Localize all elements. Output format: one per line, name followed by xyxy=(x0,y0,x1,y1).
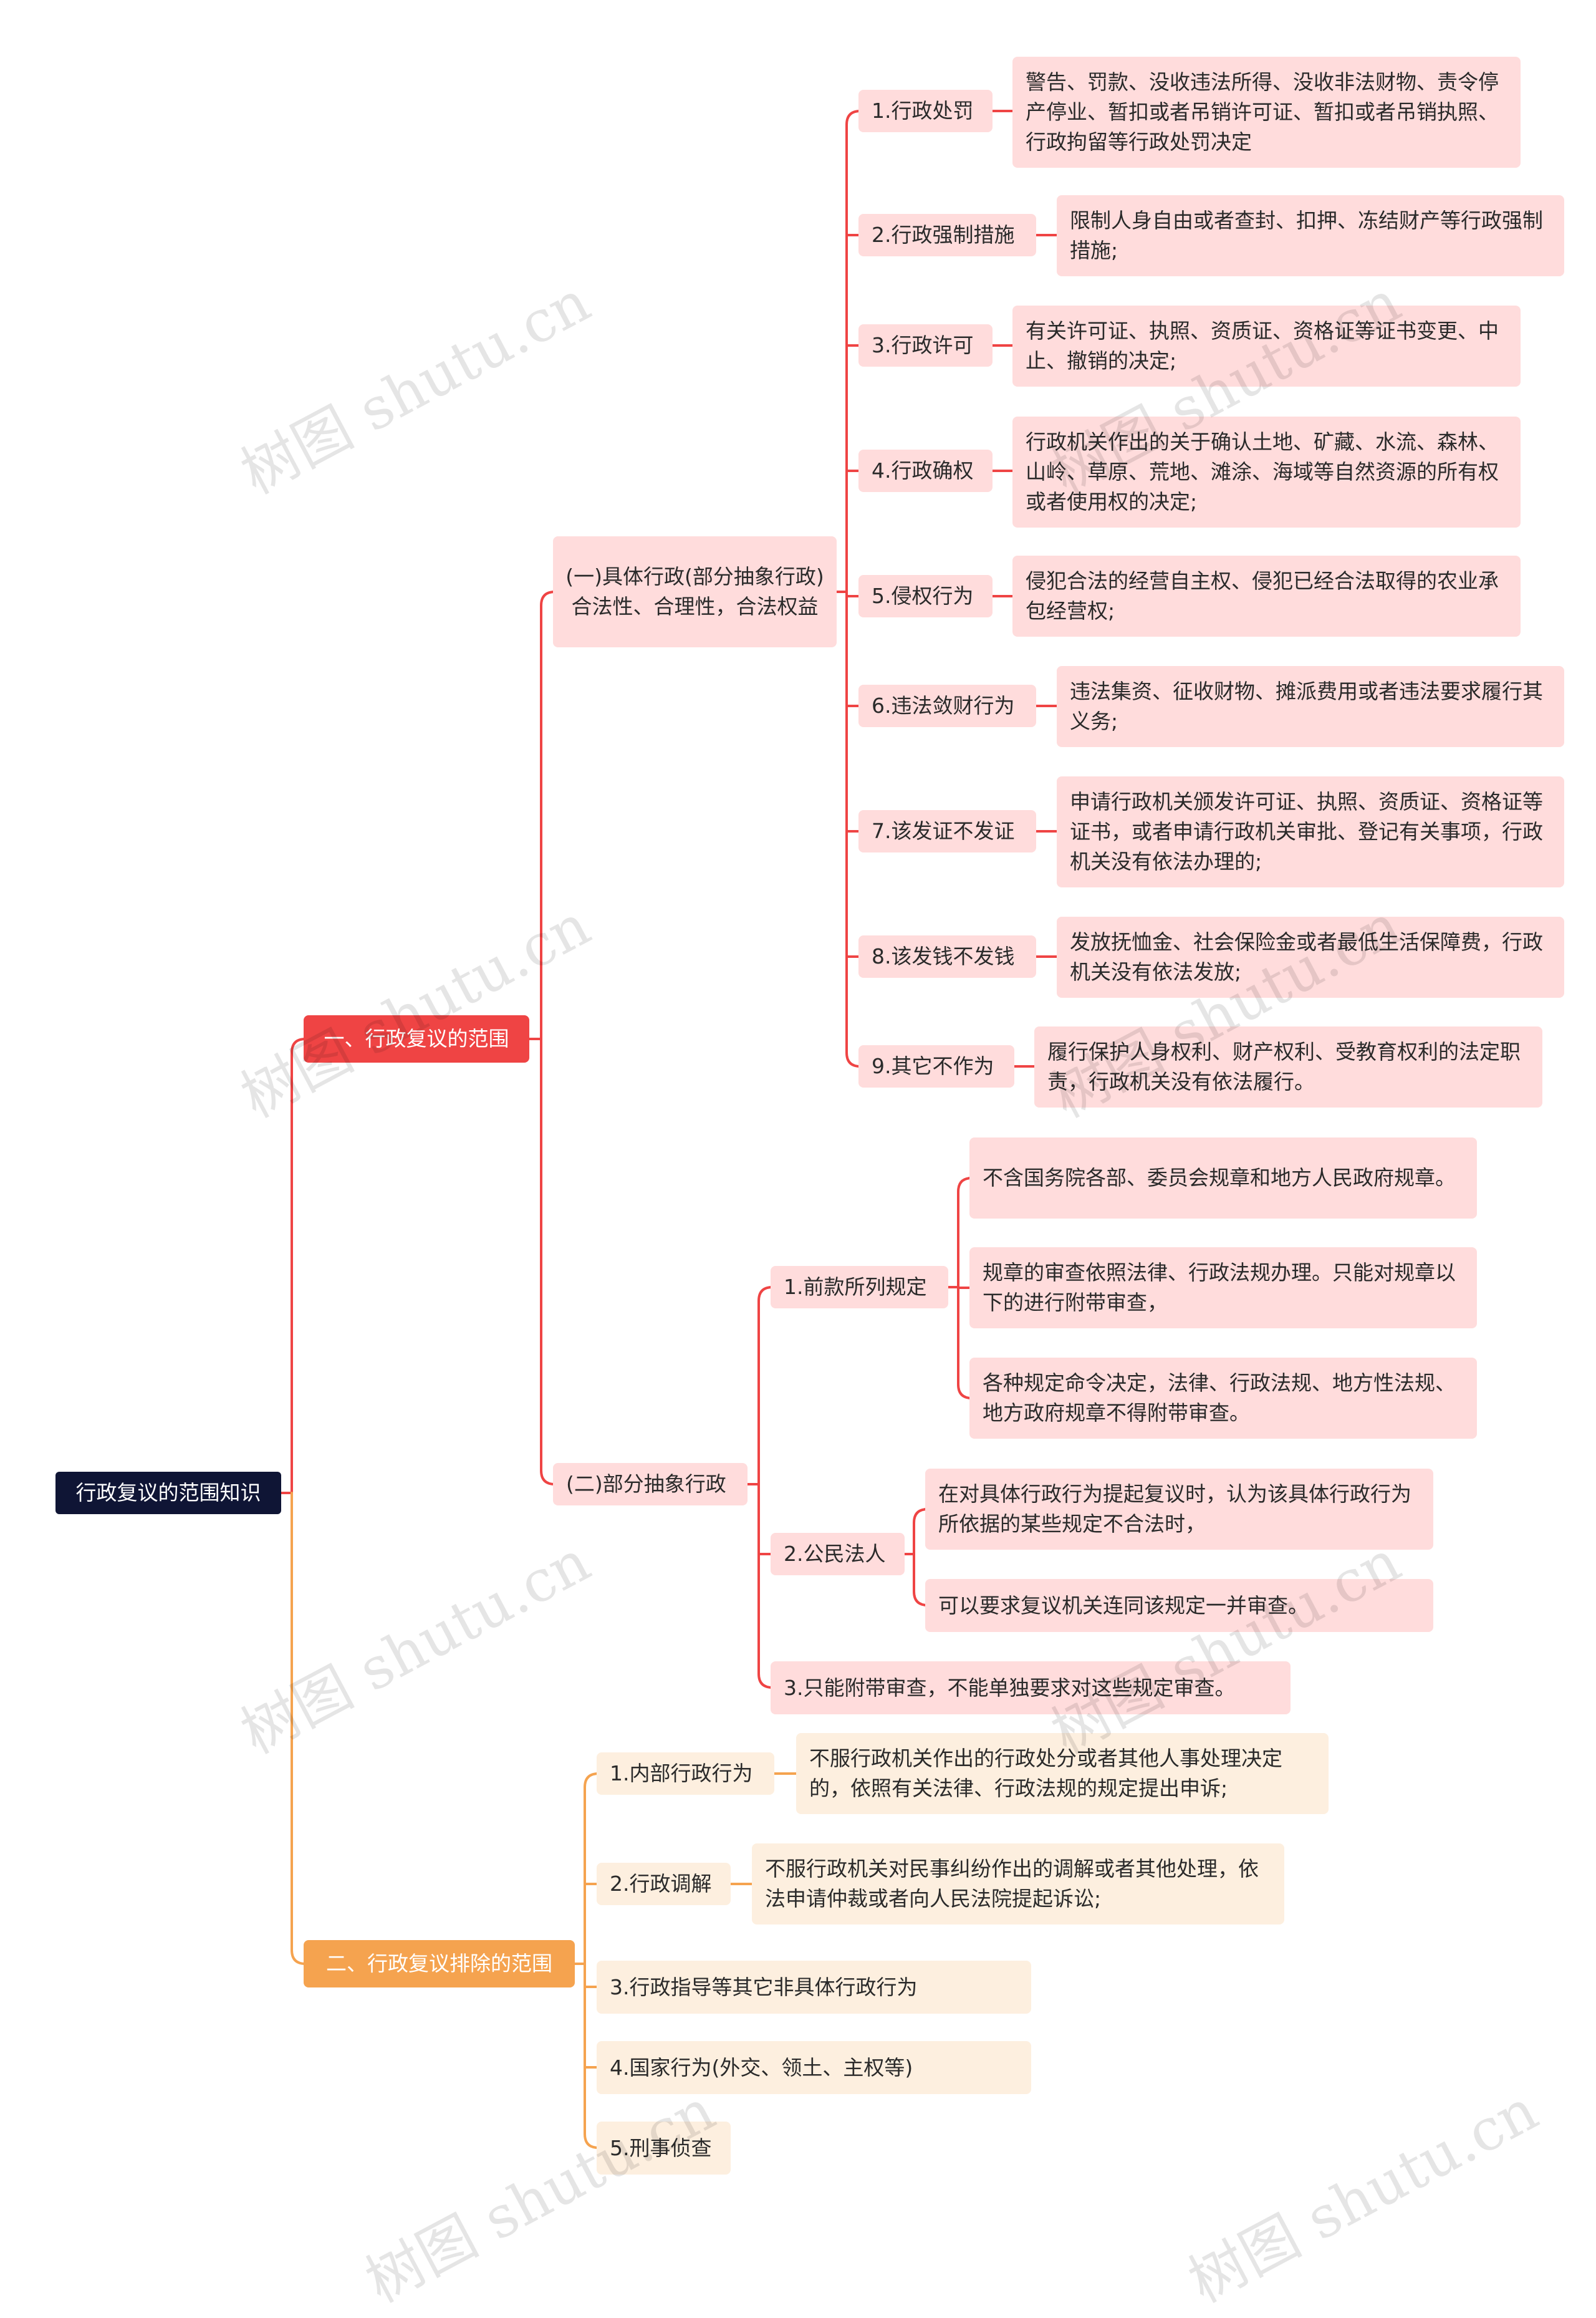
item-citizen-legal-person[interactable]: 2.公民法人 xyxy=(771,1533,905,1575)
item-infringement[interactable]: 5.侵权行为 xyxy=(858,575,993,617)
sub-partial-abstract-action[interactable]: (二)部分抽象行政 xyxy=(553,1463,748,1505)
item-ownership-confirmation[interactable]: 4.行政确权 xyxy=(858,450,993,492)
item-incidental-review-only[interactable]: 3.只能附带审查，不能单独要求对这些规定审查。 xyxy=(771,1661,1291,1714)
item-administrative-license[interactable]: 3.行政许可 xyxy=(858,324,993,367)
detail-rules-review[interactable]: 规章的审查依照法律、行政法规办理。只能对规章以下的进行附带审查， xyxy=(969,1247,1477,1328)
detail-review-request[interactable]: 在对具体行政行为提起复议时，认为该具体行政行为所依据的某些规定不合法时， xyxy=(925,1469,1433,1550)
branch-scope[interactable]: 一、行政复议的范围 xyxy=(304,1015,529,1063)
connector-line xyxy=(757,1483,773,1689)
detail-joint-review[interactable]: 可以要求复议机关连同该规定一并审查。 xyxy=(925,1579,1433,1632)
detail-other-inaction[interactable]: 履行保护人身权利、财产权利、受教育权利的法定职责，行政机关没有依法履行。 xyxy=(1034,1026,1542,1108)
connector-line xyxy=(540,591,555,1040)
item-coercive-measures[interactable]: 2.行政强制措施 xyxy=(858,214,1036,256)
item-aforementioned-rules[interactable]: 1.前款所列规定 xyxy=(771,1266,948,1308)
connector-line xyxy=(757,1286,773,1485)
detail-administrative-penalty[interactable]: 警告、罚款、没收违法所得、没收非法财物、责令停产停业、暂扣或者吊销许可证、暂扣或… xyxy=(1012,57,1521,168)
branch-exclusion[interactable]: 二、行政复议排除的范围 xyxy=(304,1940,575,1987)
detail-no-incidental-review[interactable]: 各种规定命令决定，法律、行政法规、地方性法规、地方政府规章不得附带审查。 xyxy=(969,1358,1477,1439)
detail-payment-not-issued[interactable]: 发放抚恤金、社会保险金或者最低生活保障费，行政机关没有依法发放; xyxy=(1057,917,1564,998)
sub-concrete-action[interactable]: (一)具体行政(部分抽象行政)合法性、合理性，合法权益 xyxy=(553,536,837,647)
detail-administrative-mediation[interactable]: 不服行政机关对民事纠纷作出的调解或者其他处理，依法申请仲裁或者向人民法院提起诉讼… xyxy=(752,1843,1284,1924)
item-criminal-investigation[interactable]: 5.刑事侦查 xyxy=(597,2122,731,2175)
item-administrative-mediation[interactable]: 2.行政调解 xyxy=(597,1863,731,1905)
connector-line xyxy=(291,1492,306,1965)
connector-line xyxy=(540,1038,555,1485)
mindmap-canvas: 行政复议的范围知识 一、行政复议的范围 (一)具体行政(部分抽象行政)合法性、合… xyxy=(55,57,1564,2316)
connector-line xyxy=(291,1038,306,1494)
item-internal-action[interactable]: 1.内部行政行为 xyxy=(597,1752,774,1795)
item-state-action[interactable]: 4.国家行为(外交、领土、主权等) xyxy=(597,2041,1031,2094)
item-certificate-not-issued[interactable]: 7.该发证不发证 xyxy=(858,810,1036,852)
detail-infringement[interactable]: 侵犯合法的经营自主权、侵犯已经合法取得的农业承包经营权; xyxy=(1012,556,1521,637)
item-administrative-penalty[interactable]: 1.行政处罚 xyxy=(858,90,993,132)
item-administrative-guidance[interactable]: 3.行政指导等其它非具体行政行为 xyxy=(597,1961,1031,2014)
item-payment-not-issued[interactable]: 8.该发钱不发钱 xyxy=(858,935,1036,978)
item-illegal-collection[interactable]: 6.违法敛财行为 xyxy=(858,685,1036,727)
item-other-inaction[interactable]: 9.其它不作为 xyxy=(858,1045,1014,1088)
root-node[interactable]: 行政复议的范围知识 xyxy=(55,1472,281,1514)
detail-ownership-confirmation[interactable]: 行政机关作出的关于确认土地、矿藏、水流、森林、山岭、草原、荒地、滩涂、海域等自然… xyxy=(1012,417,1521,528)
detail-coercive-measures[interactable]: 限制人身自由或者查封、扣押、冻结财产等行政强制措施; xyxy=(1057,195,1564,276)
detail-administrative-license[interactable]: 有关许可证、执照、资质证、资格证等证书变更、中止、撤销的决定; xyxy=(1012,306,1521,387)
detail-internal-action[interactable]: 不服行政机关作出的行政处分或者其他人事处理决定的，依照有关法律、行政法规的规定提… xyxy=(796,1733,1329,1814)
detail-rules-exclusion[interactable]: 不含国务院各部、委员会规章和地方人民政府规章。 xyxy=(969,1137,1477,1219)
detail-certificate-not-issued[interactable]: 申请行政机关颁发许可证、执照、资质证、资格证等证书，或者申请行政机关审批、登记有… xyxy=(1057,776,1564,887)
detail-illegal-collection[interactable]: 违法集资、征收财物、摊派费用或者违法要求履行其义务; xyxy=(1057,666,1564,747)
